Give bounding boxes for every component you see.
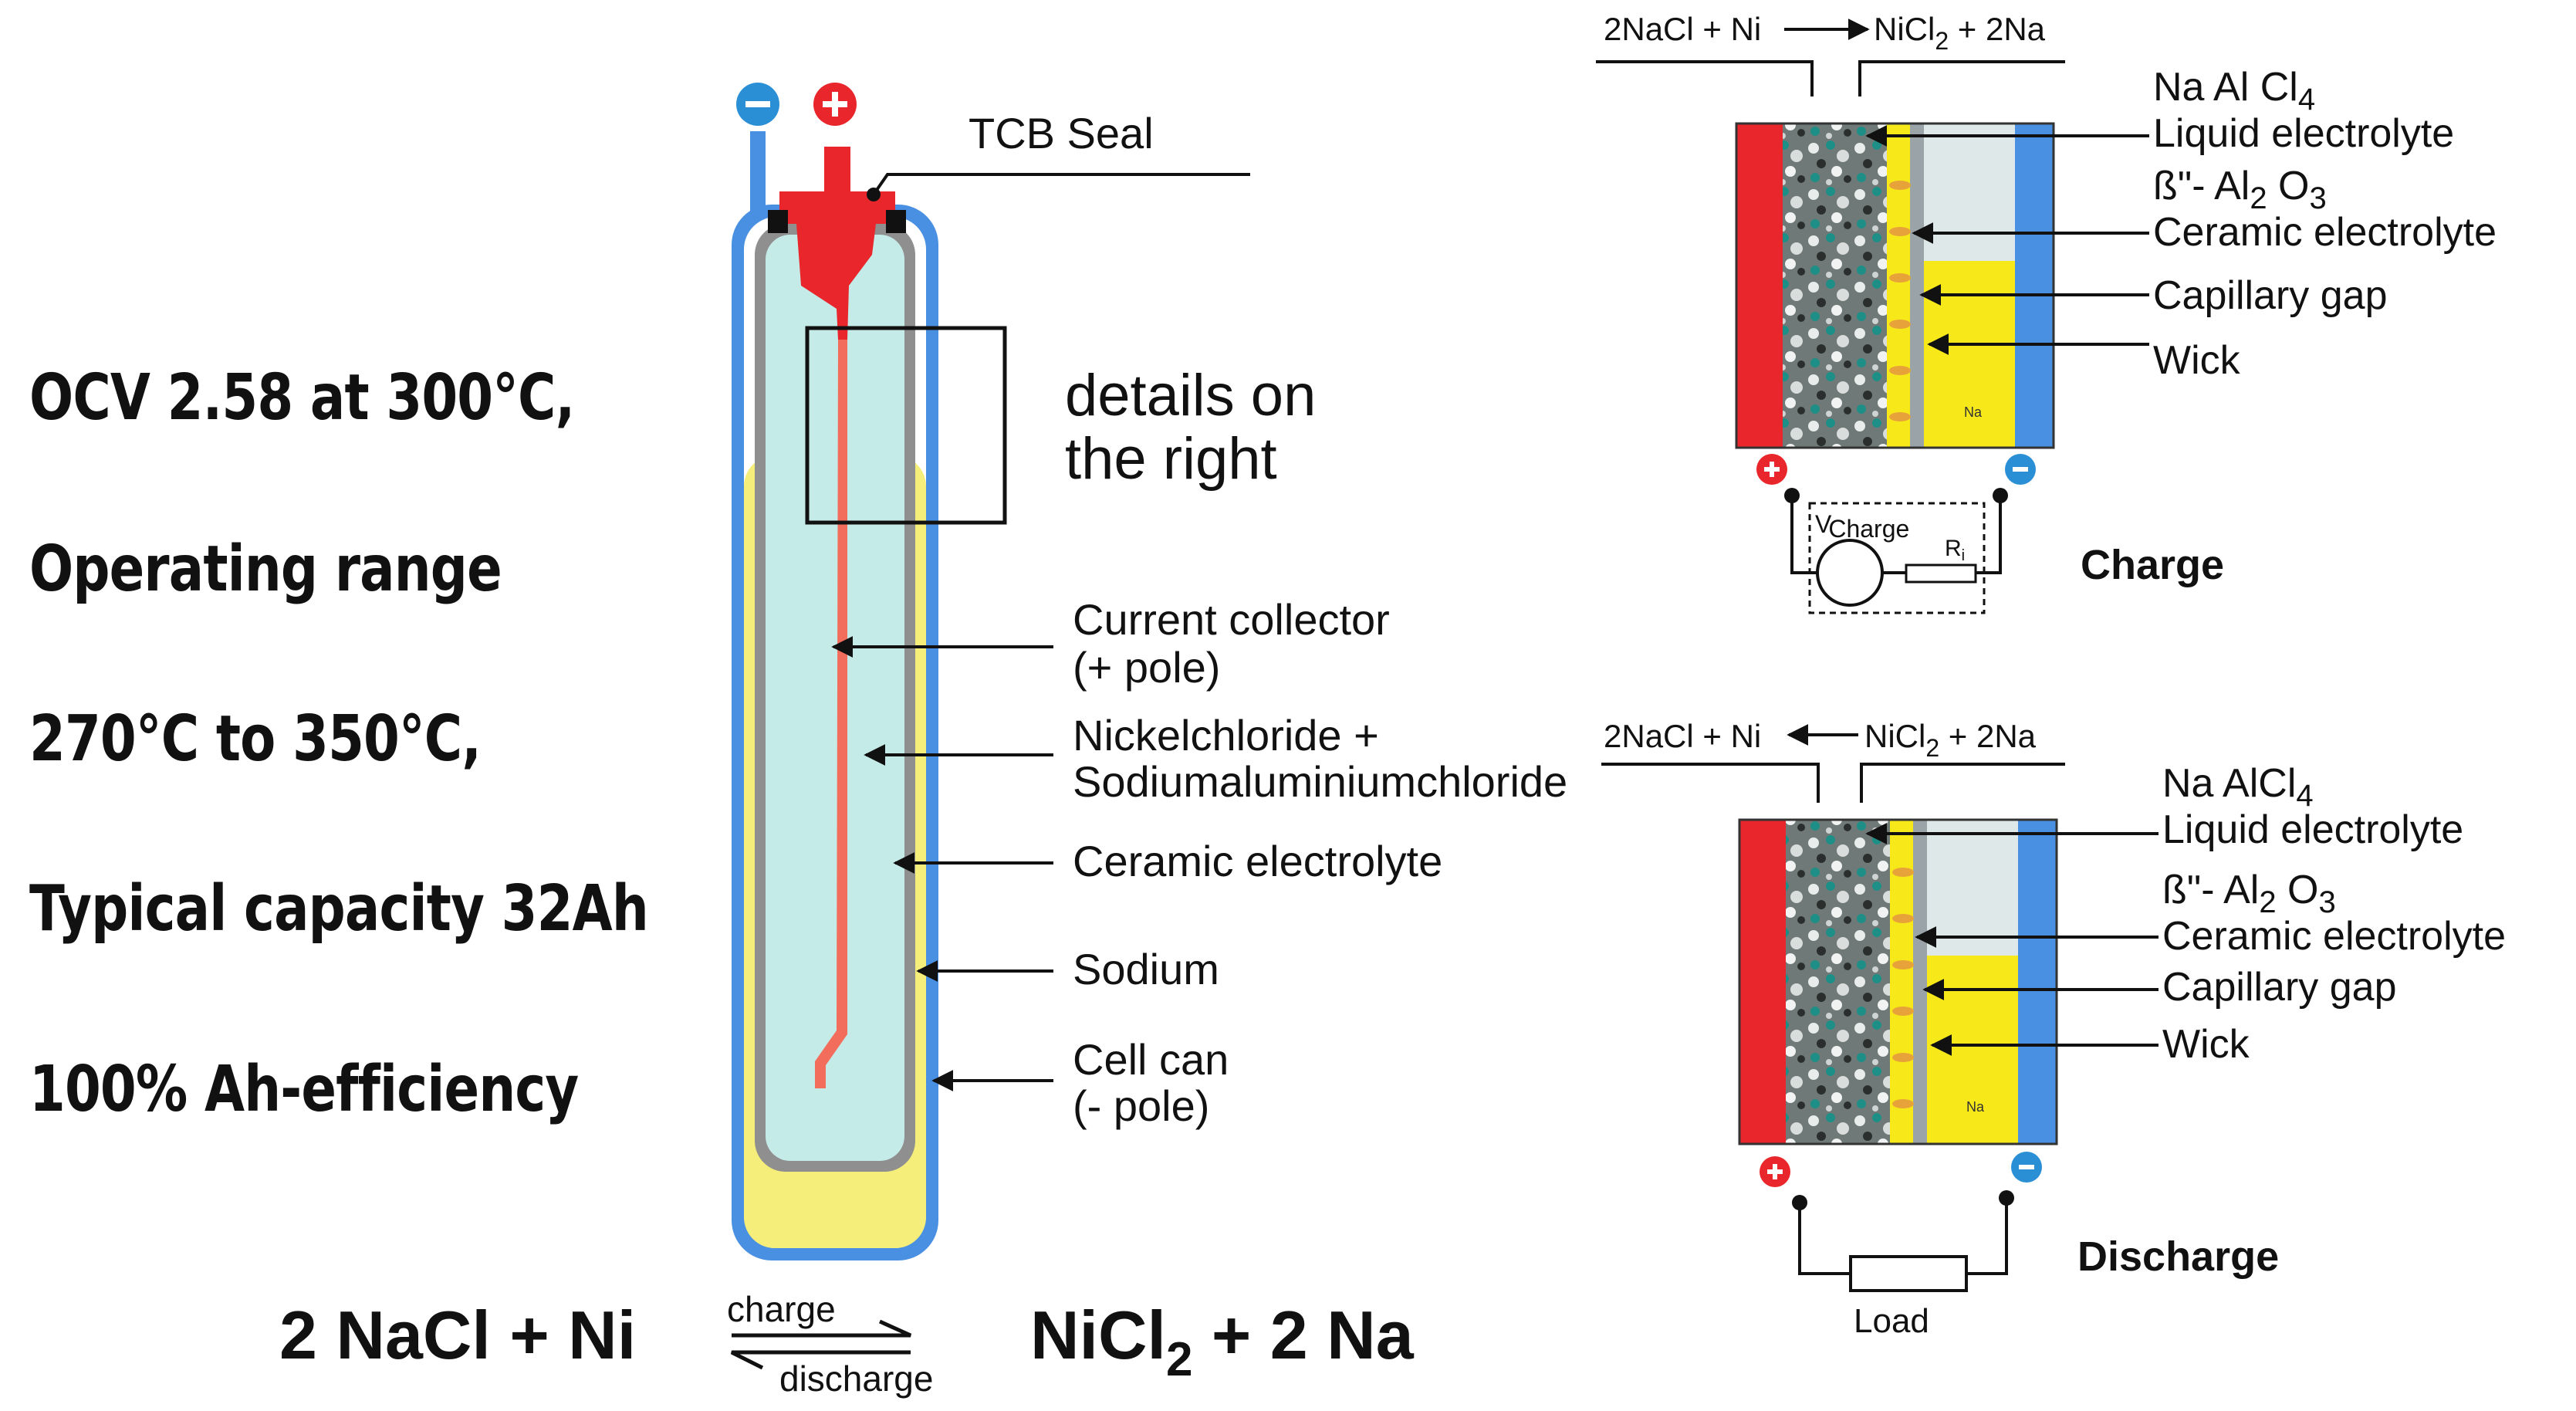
discharge-wick-label: Wick	[2162, 1022, 2250, 1067]
charge-liquid-label: Liquid electrolyte	[2153, 111, 2454, 156]
charge-beta-label: ß"- Al2 O3	[2153, 164, 2327, 215]
charge-capillary-label: Capillary gap	[2153, 273, 2388, 318]
cell-cross-section	[732, 83, 1250, 1260]
charge-wick-label: Wick	[2153, 338, 2241, 383]
charge-voltage-source	[1816, 539, 1884, 607]
charge-na-text: Na	[1964, 404, 1983, 420]
seal-block-right	[886, 210, 906, 233]
current-collector-label: Current collector	[1073, 595, 1390, 644]
charge-reaction-right: NiCl2 + 2Na	[1874, 11, 2046, 55]
discharge-na-text: Na	[1966, 1099, 1985, 1115]
discharge-nickel-granules	[1786, 820, 1890, 1144]
charge-liquid-electrolyte	[1887, 124, 1910, 448]
charge-title: Charge	[2081, 542, 2224, 588]
charge-minus-terminal-icon	[2005, 454, 2036, 485]
equation-charge-label: charge	[727, 1289, 836, 1329]
details-label-line2: the right	[1065, 426, 1277, 492]
discharge-liquid-label: Liquid electrolyte	[2162, 807, 2463, 852]
discharge-reaction-left: 2NaCl + Ni	[1604, 718, 1761, 754]
charge-cell-can	[2015, 124, 2054, 448]
discharge-capillary-label: Capillary gap	[2162, 965, 2397, 1010]
negative-lead	[750, 131, 766, 218]
seal-block-left	[768, 210, 788, 233]
tcb-seal-label: TCB Seal	[969, 109, 1154, 157]
equation-left: 2 NaCl + Ni	[279, 1297, 636, 1373]
details-label-line1: details on	[1065, 363, 1316, 428]
efficiency-text: 100% Ah-efficiency	[29, 1053, 579, 1126]
charge-wick-ticks	[1889, 181, 1911, 421]
charge-source-box	[1808, 502, 1986, 614]
positive-terminal-icon	[813, 83, 857, 126]
charge-positive-electrode	[1736, 124, 1783, 448]
discharge-wick-ticks	[1892, 868, 1914, 1108]
current-collector	[815, 340, 847, 1088]
negative-terminal-icon	[736, 83, 779, 126]
discharge-beta-label: ß"- Al2 O3	[2162, 868, 2336, 919]
current-collector-pole-label: (+ pole)	[1073, 643, 1220, 692]
discharge-title: Discharge	[2077, 1233, 2279, 1280]
tcb-seal	[779, 147, 895, 340]
discharge-reaction-right: NiCl2 + 2Na	[1864, 718, 2037, 762]
charge-r-label: Ri	[1945, 536, 1965, 564]
charge-nickel-granules	[1783, 124, 1887, 448]
cell-can-label: Cell can	[1073, 1035, 1229, 1084]
load-resistor	[1849, 1255, 1968, 1292]
discharge-positive-electrode	[1739, 820, 1786, 1144]
charge-panel: 2NaCl + Ni NiCl2 + 2Na Na Na Al Cl4 Liqu…	[1596, 11, 2497, 614]
discharge-sodium	[1927, 956, 2018, 1144]
charge-resistor	[1905, 563, 1977, 584]
nickelchloride-label: Nickelchloride +	[1073, 711, 1379, 760]
discharge-ceramic-electrolyte	[1913, 820, 1927, 1144]
cathode-fill	[766, 235, 904, 1161]
charge-reaction-left: 2NaCl + Ni	[1604, 11, 1761, 47]
charge-plus-terminal-icon	[1756, 454, 1787, 485]
discharge-minus-terminal-icon	[2011, 1152, 2042, 1183]
equation-right: NiCl2 + 2 Na	[1030, 1297, 1415, 1386]
charge-ceramic-electrolyte	[1910, 124, 1924, 448]
discharge-cell-can	[2018, 820, 2057, 1144]
operating-range-text: Operating range	[29, 533, 502, 606]
charge-ceramic-label: Ceramic electrolyte	[2153, 210, 2497, 255]
ceramic-electrolyte-label: Ceramic electrolyte	[1073, 837, 1442, 885]
details-box	[805, 326, 1007, 525]
equation-forward-arrow	[732, 1319, 912, 1338]
charge-v-label: VCharge	[1815, 510, 1909, 543]
equation-reverse-arrow	[730, 1350, 911, 1370]
discharge-plus-terminal-icon	[1760, 1156, 1790, 1187]
sodiumaluminiumchloride-label: Sodiumaluminiumchloride	[1073, 757, 1567, 806]
discharge-naalcl4-label: Na AlCl4	[2162, 761, 2314, 813]
sodium-label: Sodium	[1073, 945, 1219, 993]
equation-discharge-label: discharge	[779, 1359, 933, 1399]
charge-naalcl4-label: Na Al Cl4	[2153, 65, 2315, 117]
capacity-text: Typical capacity 32Ah	[29, 872, 649, 946]
temperature-range-text: 270°C to 350°C,	[29, 702, 482, 776]
load-label: Load	[1854, 1302, 1929, 1340]
ocv-text: OCV 2.58 at 300°C,	[29, 361, 575, 435]
cell-can-pole-label: (- pole)	[1073, 1081, 1209, 1130]
discharge-panel: 2NaCl + Ni NiCl2 + 2Na Na Na AlCl4 Liqui…	[1601, 718, 2506, 1340]
discharge-ceramic-label: Ceramic electrolyte	[2162, 914, 2506, 959]
